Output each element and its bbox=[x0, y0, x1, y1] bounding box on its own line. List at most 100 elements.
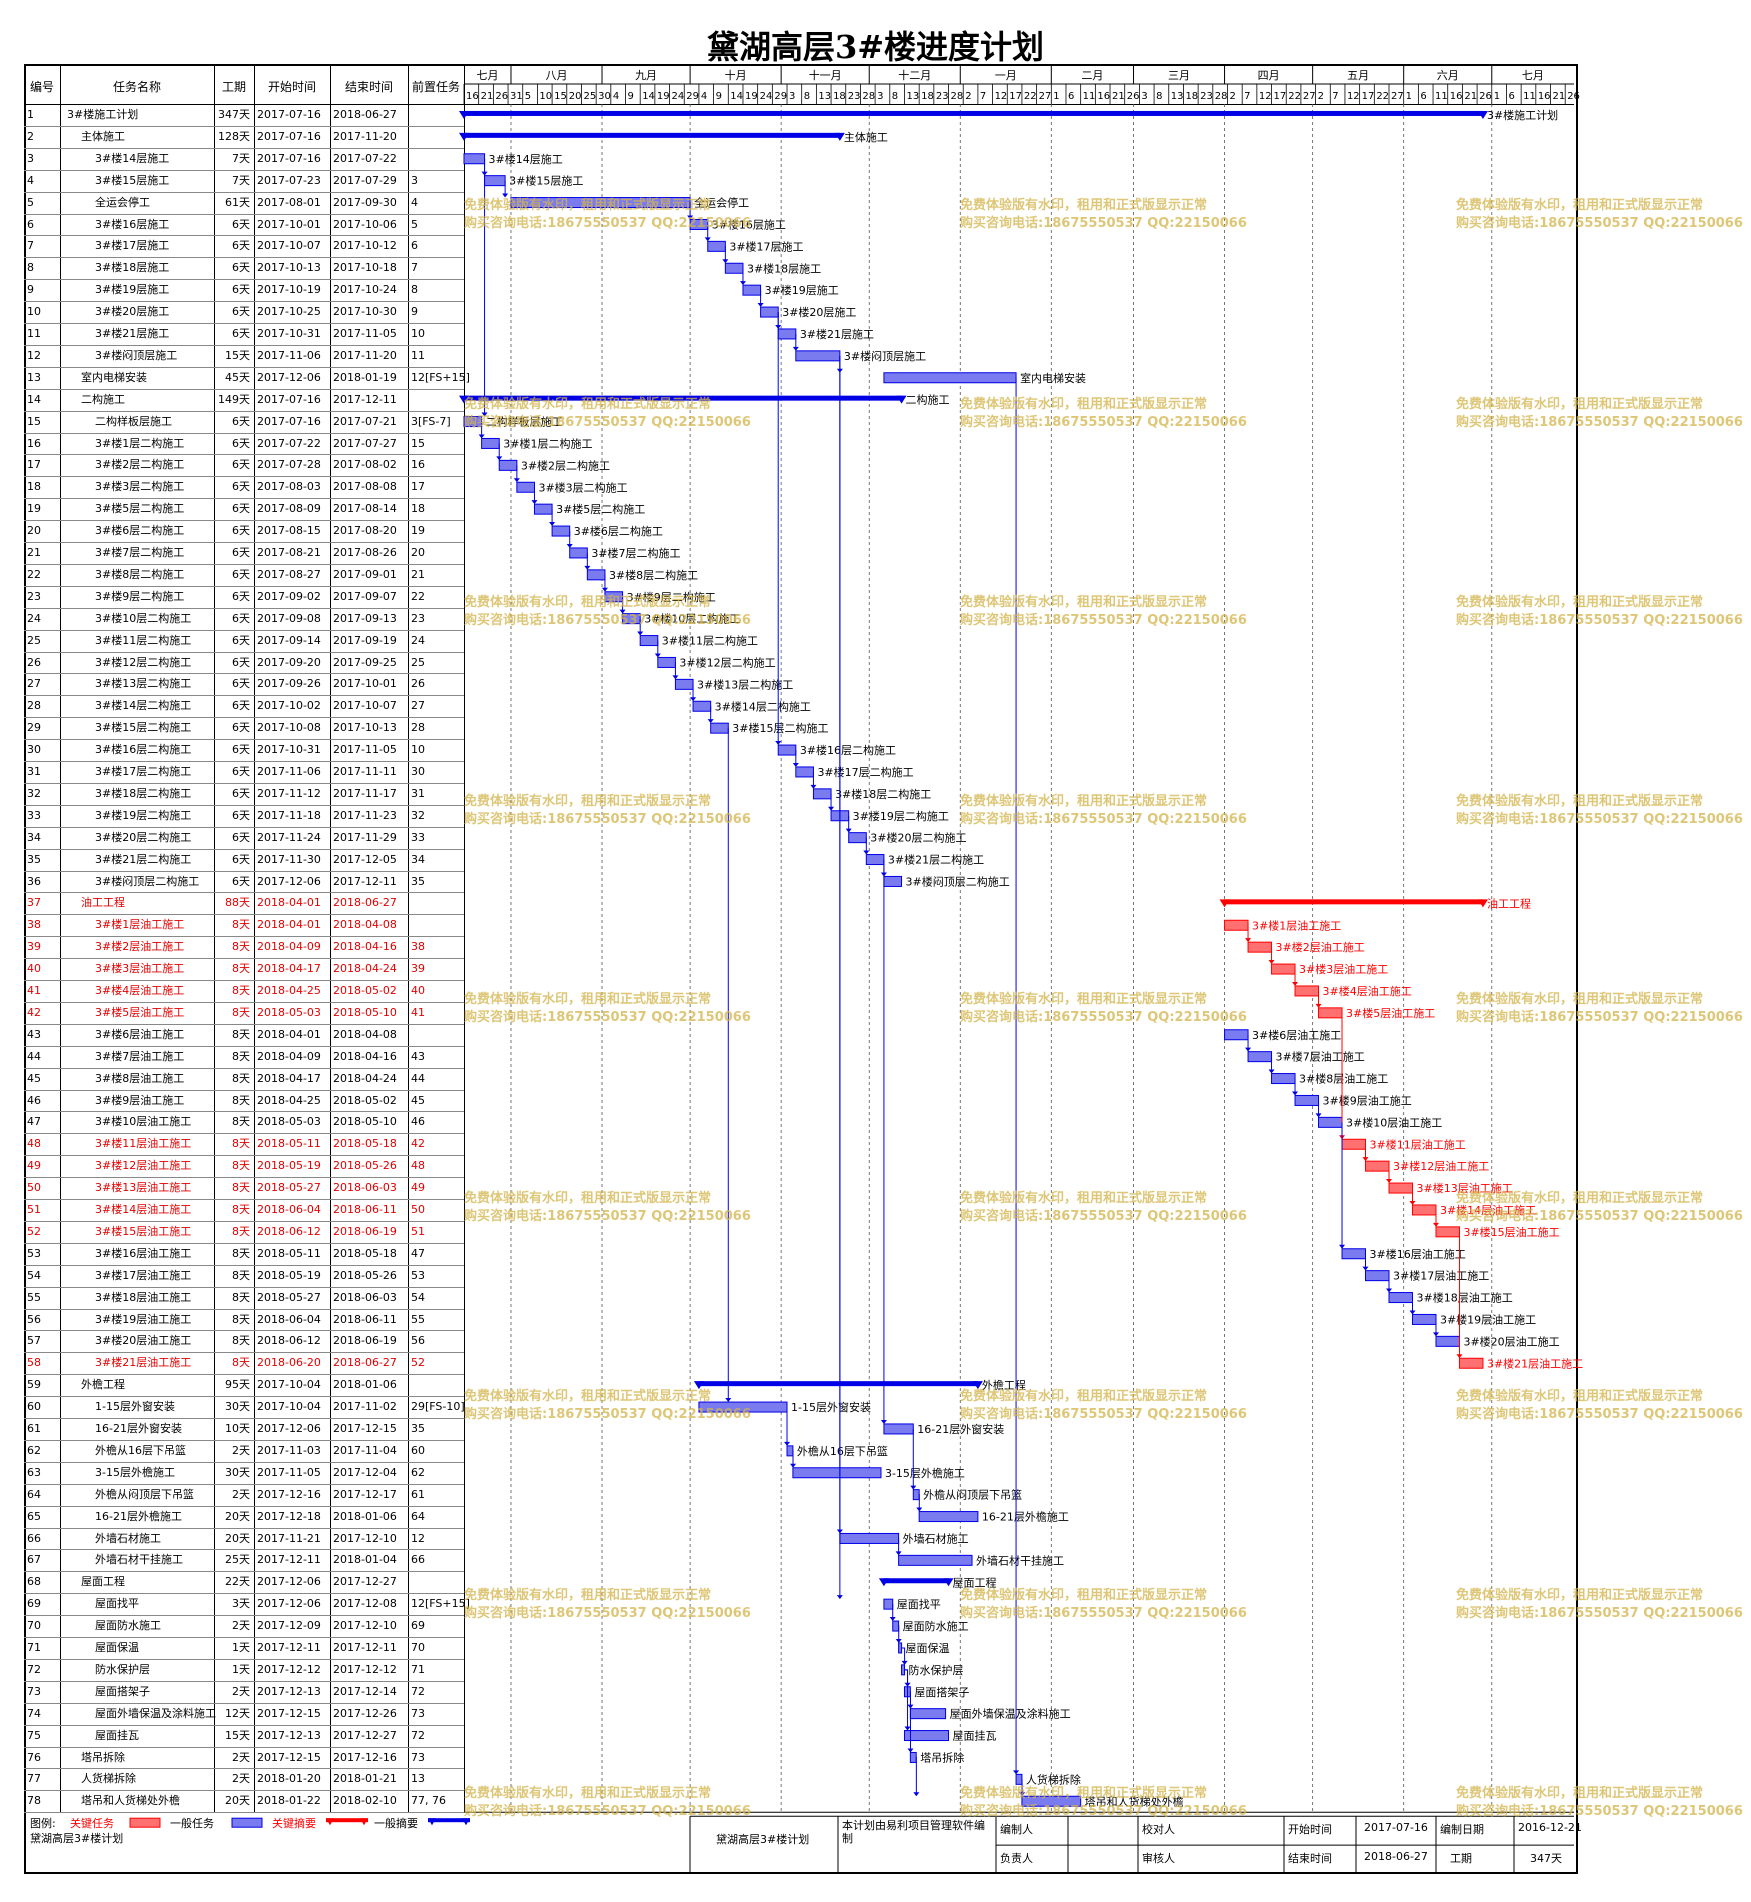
task-start: 2017-08-15 bbox=[257, 524, 321, 538]
row-divider bbox=[24, 1220, 464, 1222]
summary-bar bbox=[464, 395, 902, 401]
task-name: 室内电梯安装 bbox=[81, 370, 147, 384]
software-note: 本计划由易利项目管理软件编制 bbox=[842, 1819, 985, 1846]
task-bar bbox=[795, 350, 841, 362]
task-pred: 5 bbox=[411, 217, 418, 231]
task-bar bbox=[604, 591, 624, 603]
task-start: 2017-12-06 bbox=[257, 370, 321, 384]
task-start: 2018-04-25 bbox=[257, 984, 321, 997]
month-label: 五月 bbox=[1347, 69, 1369, 82]
task-id: 32 bbox=[27, 786, 41, 800]
day-label: 13 bbox=[818, 91, 831, 102]
task-bar bbox=[622, 613, 641, 625]
dependency-arrow bbox=[654, 653, 661, 658]
bar-label: 屋面搭架子 bbox=[914, 1686, 969, 1699]
task-pred: 54 bbox=[411, 1290, 425, 1304]
task-pred: 31 bbox=[411, 786, 425, 800]
task-id: 77 bbox=[27, 1772, 41, 1786]
task-id: 64 bbox=[27, 1487, 41, 1501]
task-dur: 8天 bbox=[232, 1312, 250, 1326]
task-id: 48 bbox=[27, 1137, 41, 1151]
dependency-arrow bbox=[513, 478, 520, 483]
row-divider bbox=[24, 607, 464, 609]
task-end: 2017-11-23 bbox=[333, 808, 397, 822]
task-dur: 6天 bbox=[232, 677, 250, 691]
legend-critical-swatch bbox=[129, 1817, 161, 1828]
task-pred: 7 bbox=[411, 261, 418, 275]
day-label: 16 bbox=[466, 91, 479, 102]
month-label: 十二月 bbox=[898, 68, 931, 82]
critical-task-bar bbox=[1388, 1182, 1413, 1194]
dependency-arrow bbox=[1409, 1310, 1416, 1315]
task-start: 2017-11-30 bbox=[257, 852, 321, 866]
task-start: 2018-01-22 bbox=[257, 1794, 321, 1808]
row-divider bbox=[24, 213, 464, 215]
row-divider bbox=[24, 498, 464, 500]
task-id: 23 bbox=[27, 589, 41, 603]
bar-label: 3#楼21层油工施工 bbox=[1487, 1356, 1583, 1370]
task-name: 3#楼14层二构施工 bbox=[95, 699, 192, 713]
bar-label: 屋面挂瓦 bbox=[953, 1729, 997, 1743]
task-dur: 8天 bbox=[232, 1224, 250, 1238]
task-bar bbox=[698, 1401, 788, 1413]
checker-label: 校对人 bbox=[1142, 1823, 1175, 1837]
task-end: 2017-09-13 bbox=[333, 611, 397, 625]
task-pred: 3[FS-7] bbox=[411, 414, 451, 428]
bar-label: 3#楼20层二构施工 bbox=[870, 831, 966, 845]
task-start: 2017-07-16 bbox=[257, 151, 321, 165]
task-end: 2018-01-06 bbox=[333, 1509, 397, 1523]
task-start: 2017-08-03 bbox=[257, 480, 321, 494]
day-label: 5 bbox=[525, 91, 531, 102]
dependency-arrow bbox=[502, 193, 509, 198]
task-name: 3#楼6层油工施工 bbox=[95, 1027, 185, 1041]
day-label: 16 bbox=[1450, 91, 1463, 102]
row-divider bbox=[24, 1199, 464, 1200]
task-end: 2017-11-04 bbox=[333, 1443, 397, 1457]
task-start: 2017-11-18 bbox=[257, 808, 321, 822]
day-label: 7 bbox=[980, 91, 986, 102]
task-bar bbox=[1318, 1116, 1343, 1128]
task-id: 29 bbox=[27, 721, 41, 735]
task-id: 20 bbox=[27, 524, 41, 538]
task-dur: 347天 bbox=[218, 108, 250, 121]
task-dur: 6天 bbox=[232, 786, 250, 800]
critical-task-bar bbox=[1365, 1160, 1390, 1172]
task-end: 2017-09-30 bbox=[333, 195, 397, 209]
chart-title: 黛湖高层3#楼进度计划 bbox=[706, 28, 1045, 66]
task-start: 2017-11-12 bbox=[257, 786, 321, 800]
task-bar bbox=[551, 525, 571, 537]
day-label: 8 bbox=[892, 91, 898, 102]
task-dur: 8天 bbox=[232, 1290, 250, 1304]
task-start: 2017-11-06 bbox=[257, 348, 321, 362]
task-dur: 25天 bbox=[225, 1553, 250, 1567]
task-end: 2017-11-02 bbox=[333, 1400, 397, 1414]
task-start: 2017-12-18 bbox=[257, 1509, 321, 1523]
day-label: 21 bbox=[1553, 91, 1566, 102]
task-bar bbox=[795, 766, 814, 778]
task-bar bbox=[1388, 1292, 1413, 1304]
task-end: 2018-06-27 bbox=[333, 108, 397, 121]
task-id: 22 bbox=[27, 567, 41, 581]
task-name: 全运会停工 bbox=[95, 195, 150, 209]
end-label: 结束时间 bbox=[1288, 1852, 1332, 1866]
summary-end-marker bbox=[1477, 110, 1488, 119]
row-divider bbox=[24, 1549, 464, 1551]
task-dur: 6天 bbox=[232, 283, 250, 297]
task-start: 2017-10-19 bbox=[257, 283, 321, 297]
task-pred: 17 bbox=[411, 480, 425, 494]
day-label: 18 bbox=[921, 91, 934, 102]
day-label: 14 bbox=[642, 91, 655, 102]
task-pred: 10 bbox=[411, 743, 425, 757]
day-label: 12 bbox=[995, 91, 1008, 102]
row-divider bbox=[24, 301, 464, 303]
day-label: 26 bbox=[1567, 91, 1580, 102]
task-name: 3#楼15层油工施工 bbox=[95, 1224, 192, 1238]
bar-label: 3#楼10层油工施工 bbox=[1346, 1115, 1442, 1129]
row-divider bbox=[24, 1483, 464, 1485]
task-pred: 3 bbox=[411, 173, 418, 187]
row-divider bbox=[24, 1111, 464, 1113]
task-start: 2017-09-02 bbox=[257, 589, 321, 603]
day-label: 22 bbox=[1288, 91, 1301, 102]
dependency-arrow bbox=[1245, 1047, 1252, 1052]
task-end: 2018-04-16 bbox=[333, 940, 397, 954]
